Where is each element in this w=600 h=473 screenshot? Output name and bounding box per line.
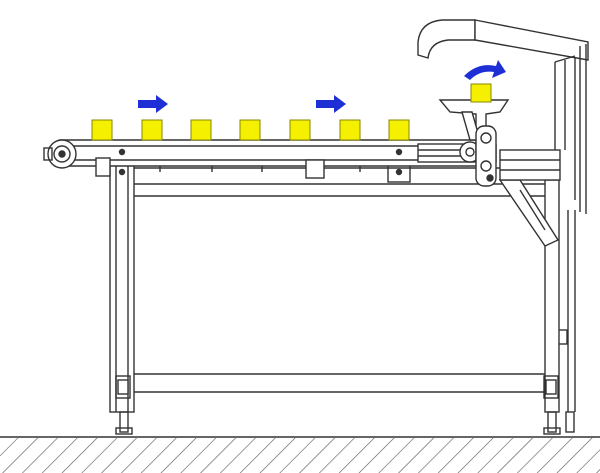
left-foot-pad xyxy=(115,375,131,399)
rotation-arrow-icon xyxy=(464,60,506,80)
table-frame xyxy=(109,141,575,435)
right-foot-pad xyxy=(543,375,559,399)
floor xyxy=(0,436,600,473)
flipper-device xyxy=(438,99,510,187)
flow-arrow-icon xyxy=(138,95,168,113)
right-leg xyxy=(544,179,560,413)
belt-guide-left xyxy=(95,157,111,177)
product-box xyxy=(190,119,212,141)
product-box xyxy=(239,119,261,141)
hood-frame xyxy=(417,19,589,412)
product-box xyxy=(289,119,311,141)
product-box xyxy=(339,119,361,141)
left-foot xyxy=(119,411,129,433)
belt-guide-middle xyxy=(305,159,325,179)
flow-arrows xyxy=(138,95,346,113)
floor-hatching xyxy=(0,438,600,473)
transfer-mechanism xyxy=(417,141,561,181)
left-leg xyxy=(109,141,135,413)
right-foot xyxy=(547,411,557,433)
product-in-flipper xyxy=(470,83,492,103)
product-box xyxy=(91,119,113,141)
products-on-conveyor xyxy=(91,119,410,141)
flow-arrow-icon xyxy=(316,95,346,113)
product-box xyxy=(141,119,163,141)
product-box xyxy=(388,119,410,141)
